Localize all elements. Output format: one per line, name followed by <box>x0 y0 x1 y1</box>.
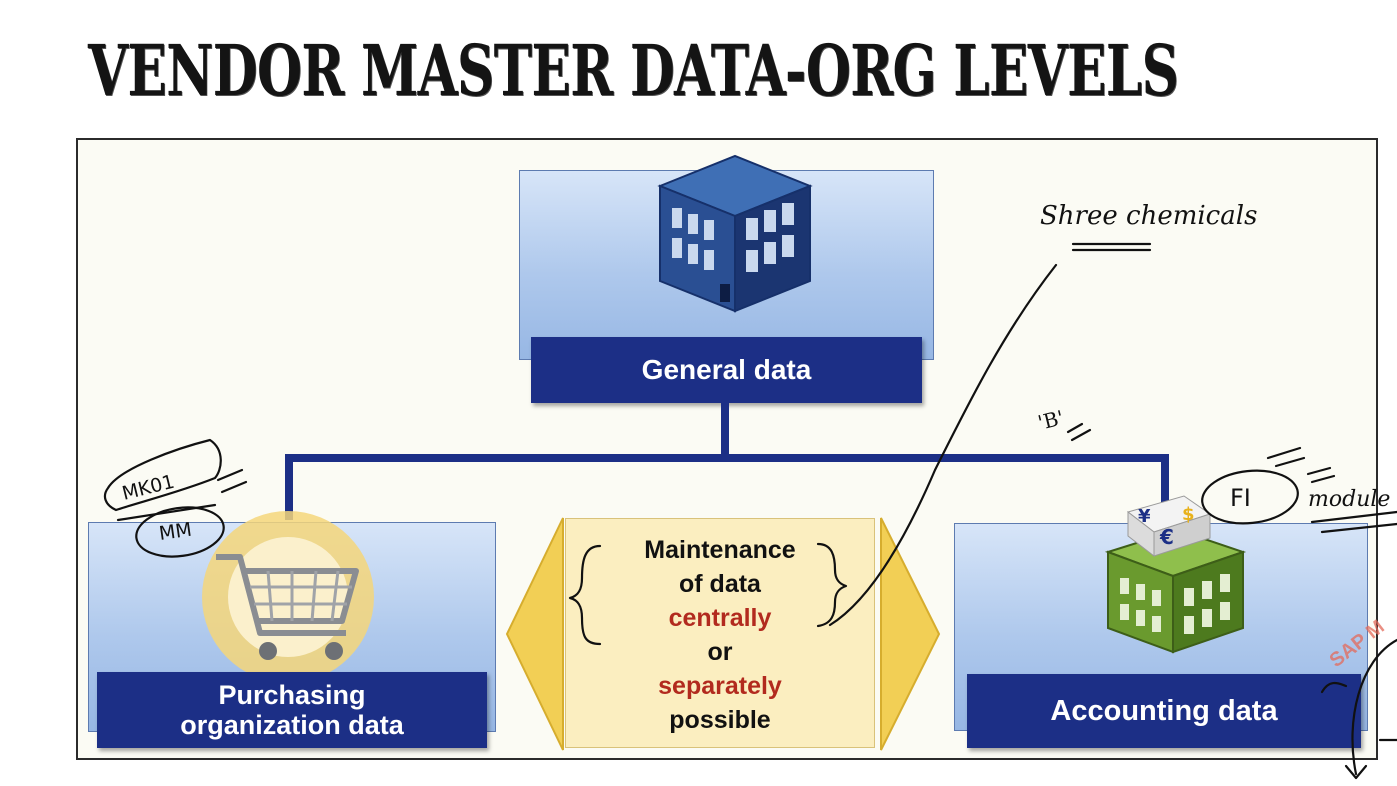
note-company: Shree chemicals <box>1040 201 1257 231</box>
maintenance-note-box: Maintenance of data centrally or separat… <box>565 518 875 748</box>
purchasing-label-line2: organization data <box>180 710 404 740</box>
connector-vertical <box>721 403 729 458</box>
connector-right-drop <box>1161 454 1169 522</box>
watermark: SAP M <box>1326 616 1389 672</box>
connector-horizontal <box>285 454 1169 462</box>
general-data-label: General data <box>531 337 922 403</box>
page-title: VENDOR MASTER DATA-ORG LEVELS <box>88 29 1179 112</box>
note-mm: MM <box>158 519 194 545</box>
note-line-centrally: centrally <box>668 604 772 632</box>
note-line-separately: separately <box>658 672 782 700</box>
note-b: 'B' <box>1035 405 1066 435</box>
note-line-possible: possible <box>669 706 771 734</box>
note-module: module <box>1308 487 1390 512</box>
maintenance-note: Maintenance of data centrally or separat… <box>566 533 874 737</box>
note-line-maintenance: Maintenance <box>644 536 796 564</box>
connector-left-drop <box>285 454 293 520</box>
accounting-data-label: Accounting data <box>967 674 1361 748</box>
purchasing-label-line1: Purchasing <box>218 680 366 710</box>
note-line-of-data: of data <box>679 570 761 598</box>
purchasing-data-label: Purchasing organization data <box>97 672 487 748</box>
note-line-or: or <box>707 638 733 666</box>
note-fi: FI <box>1230 484 1251 512</box>
